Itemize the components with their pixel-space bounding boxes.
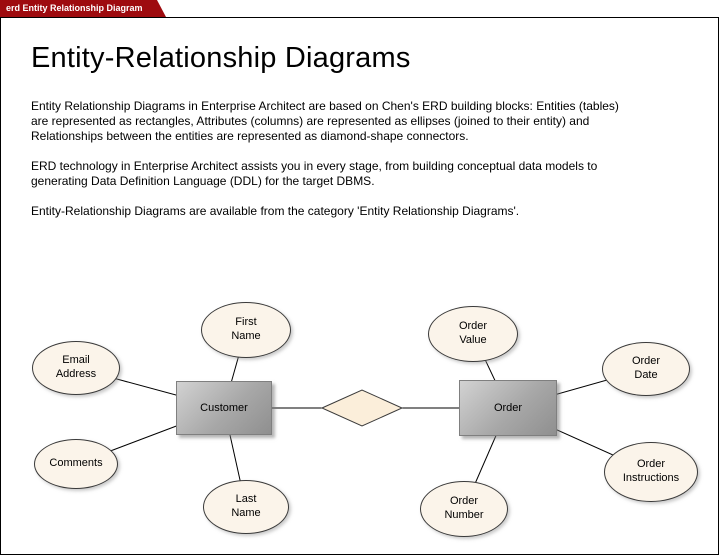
relationship-diamond[interactable] <box>320 389 404 427</box>
attribute-email-address[interactable]: Email Address <box>32 341 120 395</box>
attribute-order-instructions[interactable]: Order Instructions <box>604 442 698 502</box>
attribute-label: Order Number <box>444 495 484 521</box>
attribute-order-number[interactable]: Order Number <box>420 481 508 537</box>
entity-customer-label: Customer <box>200 402 248 414</box>
entity-customer[interactable]: Customer <box>176 381 272 435</box>
intro-paragraph-1: Entity Relationship Diagrams in Enterpri… <box>31 99 619 143</box>
diagram-tab-label: erd Entity Relationship Diagram <box>6 3 143 13</box>
attribute-label: Email Address <box>55 354 97 380</box>
diagram-canvas[interactable]: Entity-Relationship Diagrams Entity Rela… <box>0 17 719 555</box>
attribute-order-date[interactable]: Order Date <box>602 342 690 396</box>
page-title: Entity-Relationship Diagrams <box>31 42 411 74</box>
attribute-comments[interactable]: Comments <box>34 439 118 489</box>
diagram-tab[interactable]: erd Entity Relationship Diagram <box>0 0 166 17</box>
entity-order[interactable]: Order <box>459 380 557 436</box>
intro-paragraph-3: Entity-Relationship Diagrams are availab… <box>31 204 520 218</box>
attribute-label: Comments <box>49 457 103 470</box>
er-diagram: Customer Order Email Address First Name … <box>1 18 718 554</box>
intro-text-block: Entity-Relationship Diagrams Entity Rela… <box>31 42 631 234</box>
attribute-order-value[interactable]: Order Value <box>428 306 518 362</box>
attribute-first-name[interactable]: First Name <box>201 302 291 358</box>
attribute-label: Order Value <box>458 320 488 346</box>
attribute-label: Last Name <box>231 493 261 519</box>
attribute-last-name[interactable]: Last Name <box>203 480 289 534</box>
intro-paragraph-2: ERD technology in Enterprise Architect a… <box>31 159 598 188</box>
attribute-label: Order Date <box>631 355 661 381</box>
entity-order-label: Order <box>493 402 523 414</box>
attribute-label: First Name <box>231 316 261 342</box>
attribute-label: Order Instructions <box>622 458 680 484</box>
